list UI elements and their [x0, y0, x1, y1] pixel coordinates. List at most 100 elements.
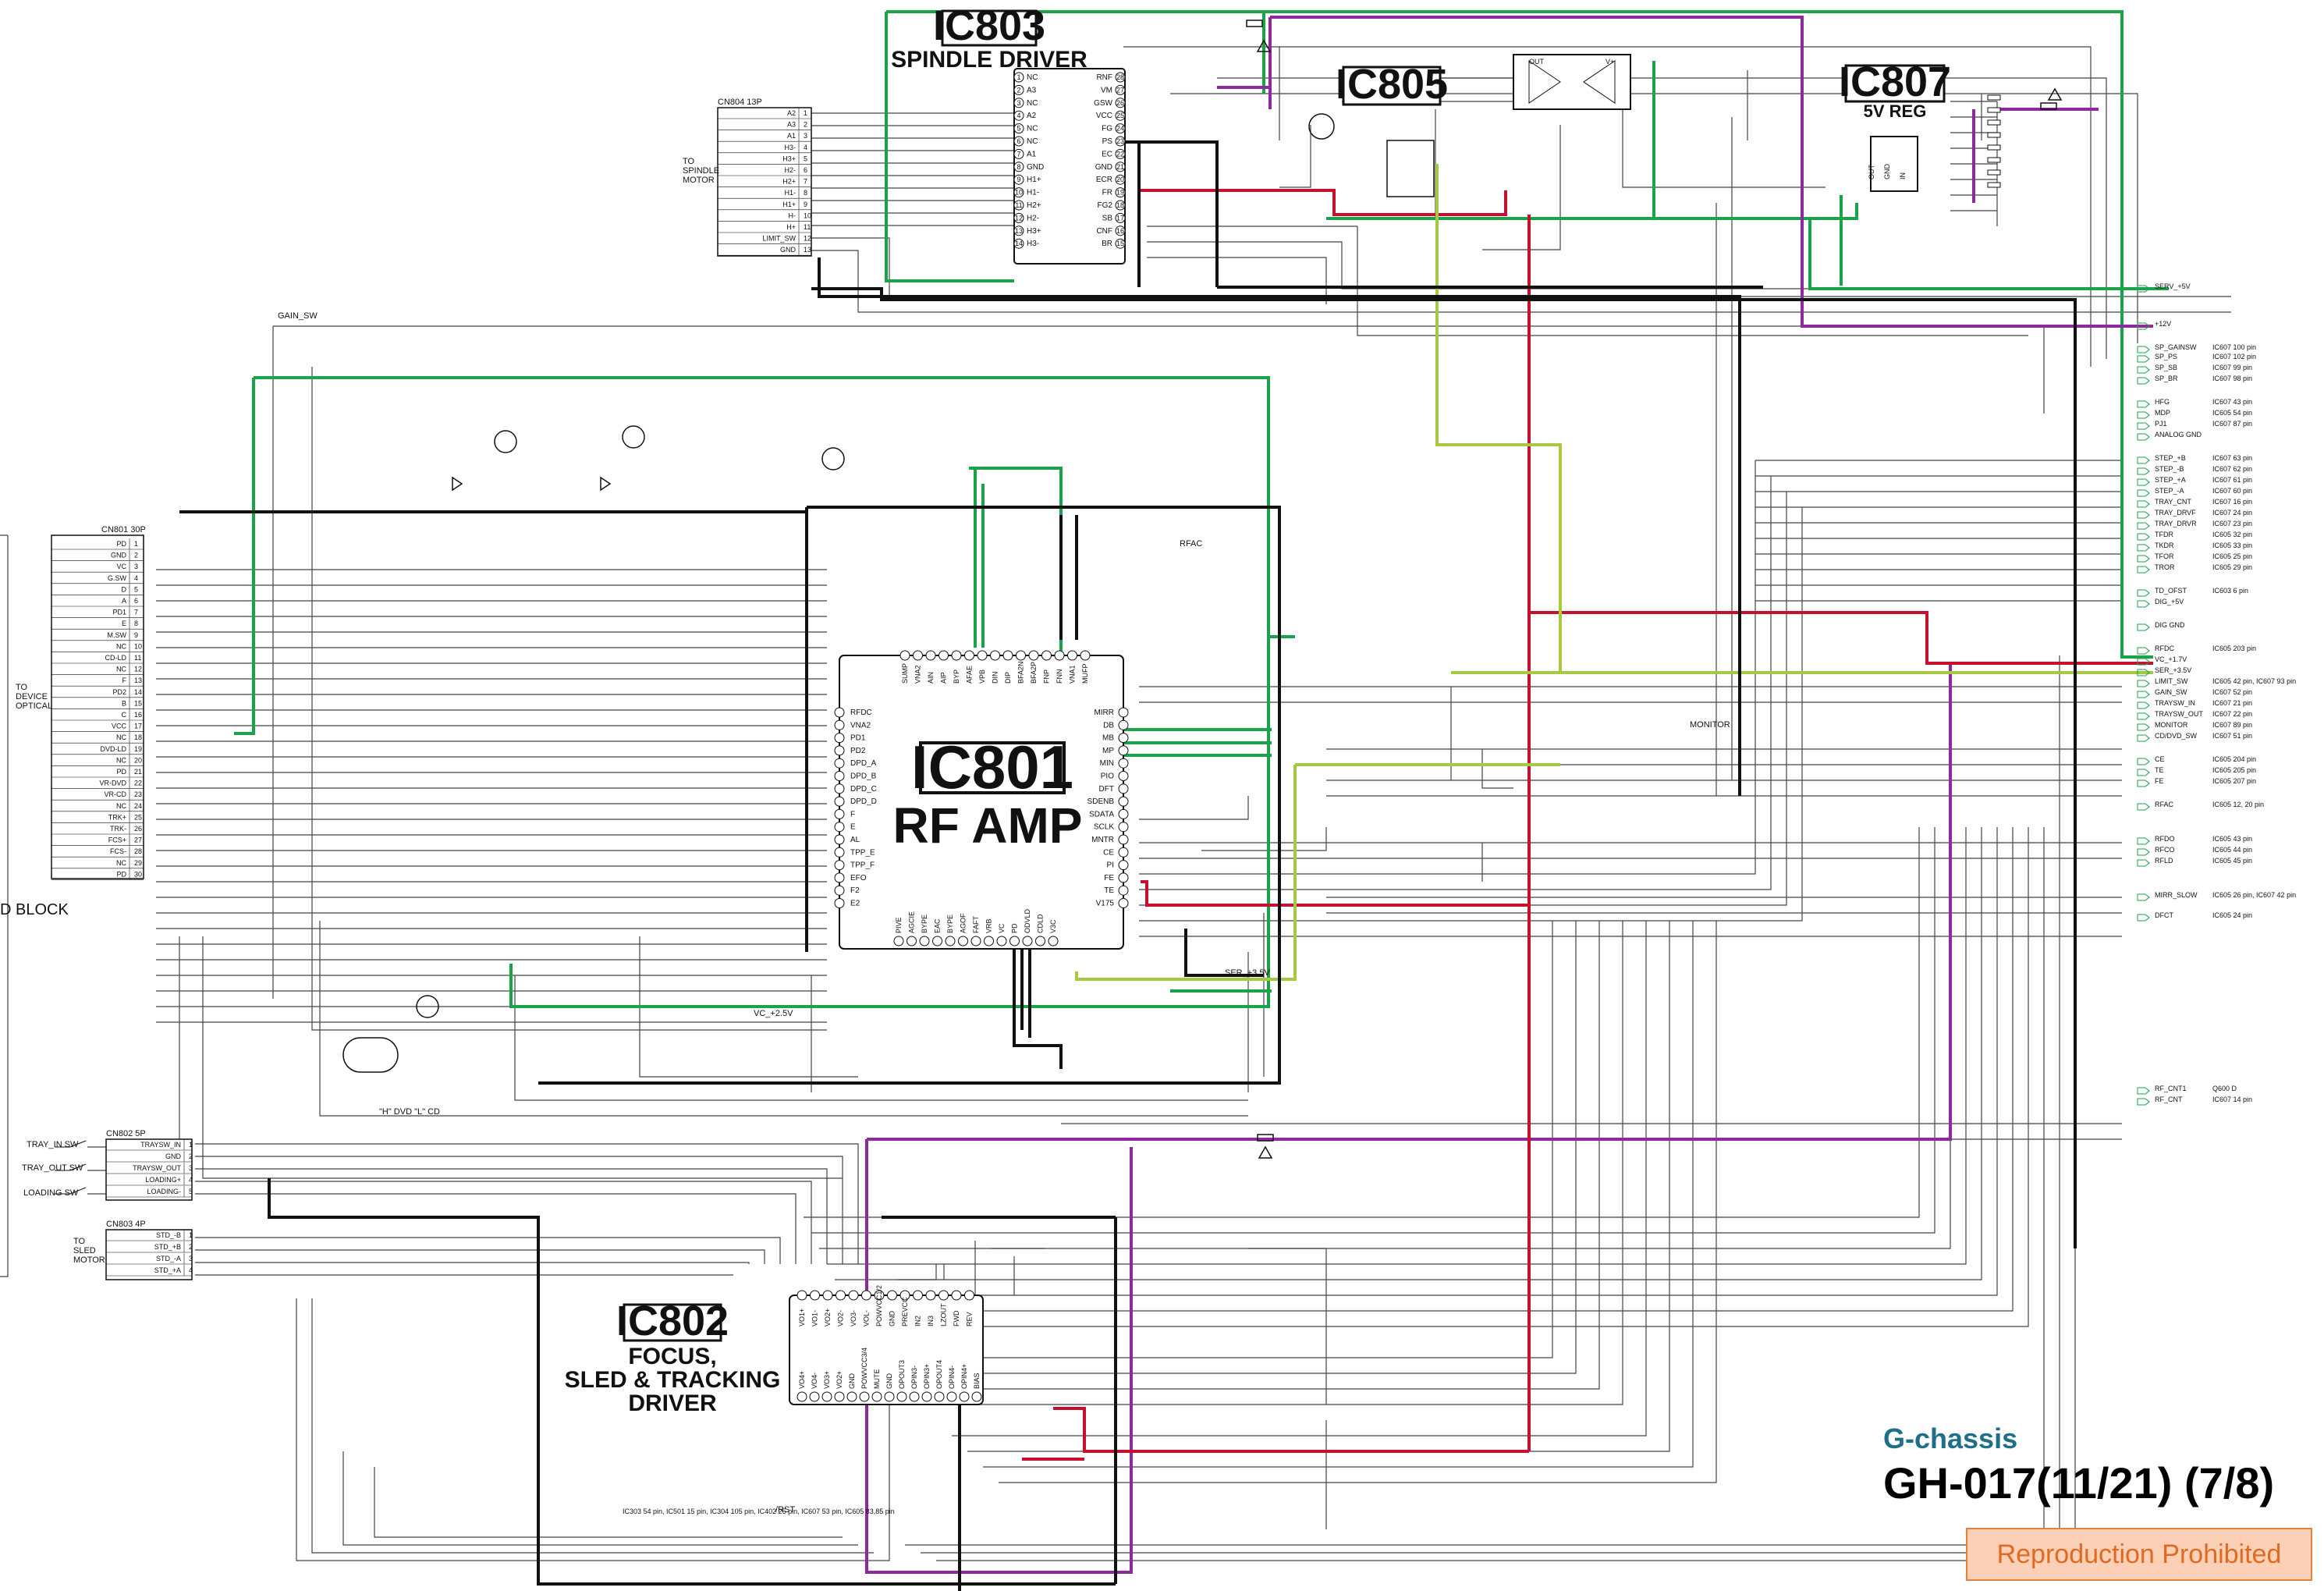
connector-pin-label: STD_-B [156, 1231, 181, 1239]
ic801-right-pins: MIRRDBMBMPMINPIODFTSDENBSDATASCLKMNTRCEP… [1087, 707, 1129, 908]
connector-pin-label: NC [116, 859, 126, 867]
connector-pin-number: 23 [134, 790, 142, 798]
signal-arrow-icon [2137, 400, 2150, 408]
ic801-pin-circle [1035, 936, 1045, 946]
connector-pin-number: 9 [804, 201, 807, 208]
right-signal-destination: IC605 25 pin [2212, 552, 2252, 560]
connector-pin-label: VCC [112, 723, 127, 730]
connector-pin-number: 4 [189, 1176, 193, 1184]
top-right-signal-name: SERV_+5V [2155, 282, 2191, 290]
ic801-pin-label: VC [998, 923, 1006, 933]
ic801-pin-label: DIP [1004, 672, 1012, 684]
signal-arrow-icon [2137, 500, 2150, 508]
right-signal-destination: IC607 43 pin [2212, 398, 2252, 406]
right-signal-destination: IC607 21 pin [2212, 699, 2252, 707]
ic803-pin-circle [1013, 84, 1024, 95]
connector-pin-number: 21 [134, 768, 142, 776]
connector-pin-number: 8 [134, 620, 138, 627]
right-signal-destination: IC607 99 pin [2212, 364, 2252, 371]
connector-pin-label: GND [780, 246, 797, 254]
ic801-pin-label: VPB [978, 669, 986, 684]
ic801-pin-label: MP [1102, 747, 1114, 755]
connector-pin-number: 16 [134, 711, 142, 719]
right-signal-name: RFLD [2155, 857, 2173, 865]
ic801-pin-circle [834, 733, 845, 744]
ic802-pin-label: OPOUT3 [898, 1360, 906, 1389]
ic803-pin-label: BR [1102, 240, 1112, 248]
right-signal-destination: IC605 26 pin, IC607 42 pin [2212, 891, 2296, 899]
ic801-pin-circle [834, 808, 845, 819]
ic801-pin-circle [1118, 834, 1129, 845]
ic801-pin-circle [834, 872, 845, 883]
ic803-pin-label: NC [1027, 125, 1038, 133]
right-signal-name: TKDR [2155, 542, 2174, 549]
ic801-pin-circle [834, 719, 845, 730]
connector-pin-label: A2 [787, 109, 796, 117]
right-signal-name: ANALOG GND [2155, 431, 2202, 439]
ic805-block: IC805 OUT V+ [1336, 54, 1631, 110]
right-signal-name: MIRR_SLOW [2155, 891, 2198, 899]
ic801-pin-label: EFO [850, 874, 867, 883]
connector-pin-label: B [122, 699, 126, 707]
signal-arrow-icon [2137, 355, 2150, 363]
connector-pin-label: DVD-LD [100, 745, 126, 753]
ic801-pin-circle [1002, 650, 1013, 661]
signal-arrow-icon [2137, 859, 2150, 867]
ic801-pin-circle [1118, 719, 1129, 730]
ic803-pin-circle [1115, 136, 1126, 147]
resistor-icon [1987, 169, 2001, 176]
connector-pin-number: 1 [134, 540, 138, 548]
ic802-subtitle-3: DRIVER [628, 1390, 717, 1416]
signal-arrow-icon [2137, 511, 2150, 519]
ic801-pin-label: E [850, 823, 856, 832]
connector-pin-number: 7 [804, 178, 807, 186]
ic802-pin-label: POWVCC1/2 [875, 1285, 883, 1326]
ic801-pin-circle [938, 650, 949, 661]
signal-arrow-icon [2137, 701, 2150, 709]
right-signal-destination: IC605 12, 20 pin [2212, 801, 2264, 808]
ic802-pin-label: BIAS [973, 1373, 981, 1389]
connector-pin-label: H+ [786, 223, 796, 231]
connector-pin-label: NC [116, 642, 126, 650]
ic803-pin-circle [1115, 226, 1126, 236]
ic801-pin-label: AIN [927, 672, 935, 684]
ic802-pin-circle [921, 1391, 932, 1402]
connector-pin-label: NC [116, 666, 126, 673]
ic801-pin-circle [834, 771, 845, 781]
ic802-title: IC802 [616, 1298, 729, 1344]
ic802-pin-circle [846, 1391, 857, 1402]
page-number: GH-017(11/21) (7/8) [1883, 1458, 2274, 1508]
connector-pin-number: 12 [134, 666, 142, 673]
ic803-pin-label: H3- [1027, 240, 1039, 248]
signal-arrow-icon [2137, 566, 2150, 574]
ic803-pin-circle [1115, 162, 1126, 172]
connector-pin-label: A3 [787, 121, 796, 129]
ic802-pin-label: MUTE [873, 1369, 881, 1390]
signal-arrow-icon [2137, 555, 2150, 563]
signal-arrow-icon [2137, 691, 2150, 698]
ic802-pin-circle [797, 1391, 807, 1402]
ic802-pin-label: VO2- [837, 1310, 845, 1326]
ic802-pin-circle [861, 1290, 871, 1301]
ic802-pin-circle [821, 1391, 832, 1402]
signal-arrow-icon [2137, 377, 2150, 385]
connector-pin-number: 4 [134, 574, 138, 582]
ic803-pin-circle [1013, 110, 1024, 121]
signal-arrow-icon [2137, 1098, 2150, 1106]
connector-pin-label: F [122, 677, 127, 684]
right-signal-name: RFCO [2155, 846, 2175, 854]
ic801-pin-circle [834, 860, 845, 871]
ic803-pin-circle [1013, 148, 1024, 159]
ic801-pin-label: TPP_F [850, 861, 875, 870]
ic803-pin-circle [1115, 187, 1126, 198]
signal-arrow-icon [2137, 914, 2150, 922]
ic803-right-pins: 28RNF27VM26GSW25VCC24FG23PS22EC21GND20EC… [1094, 72, 1126, 249]
connector-pin-label: LOADING+ [145, 1176, 181, 1184]
connector-pin-label: PD [116, 540, 126, 548]
connector-pin-label: M.SW [108, 631, 127, 639]
right-signal-name: RF_CNT1 [2155, 1085, 2187, 1092]
